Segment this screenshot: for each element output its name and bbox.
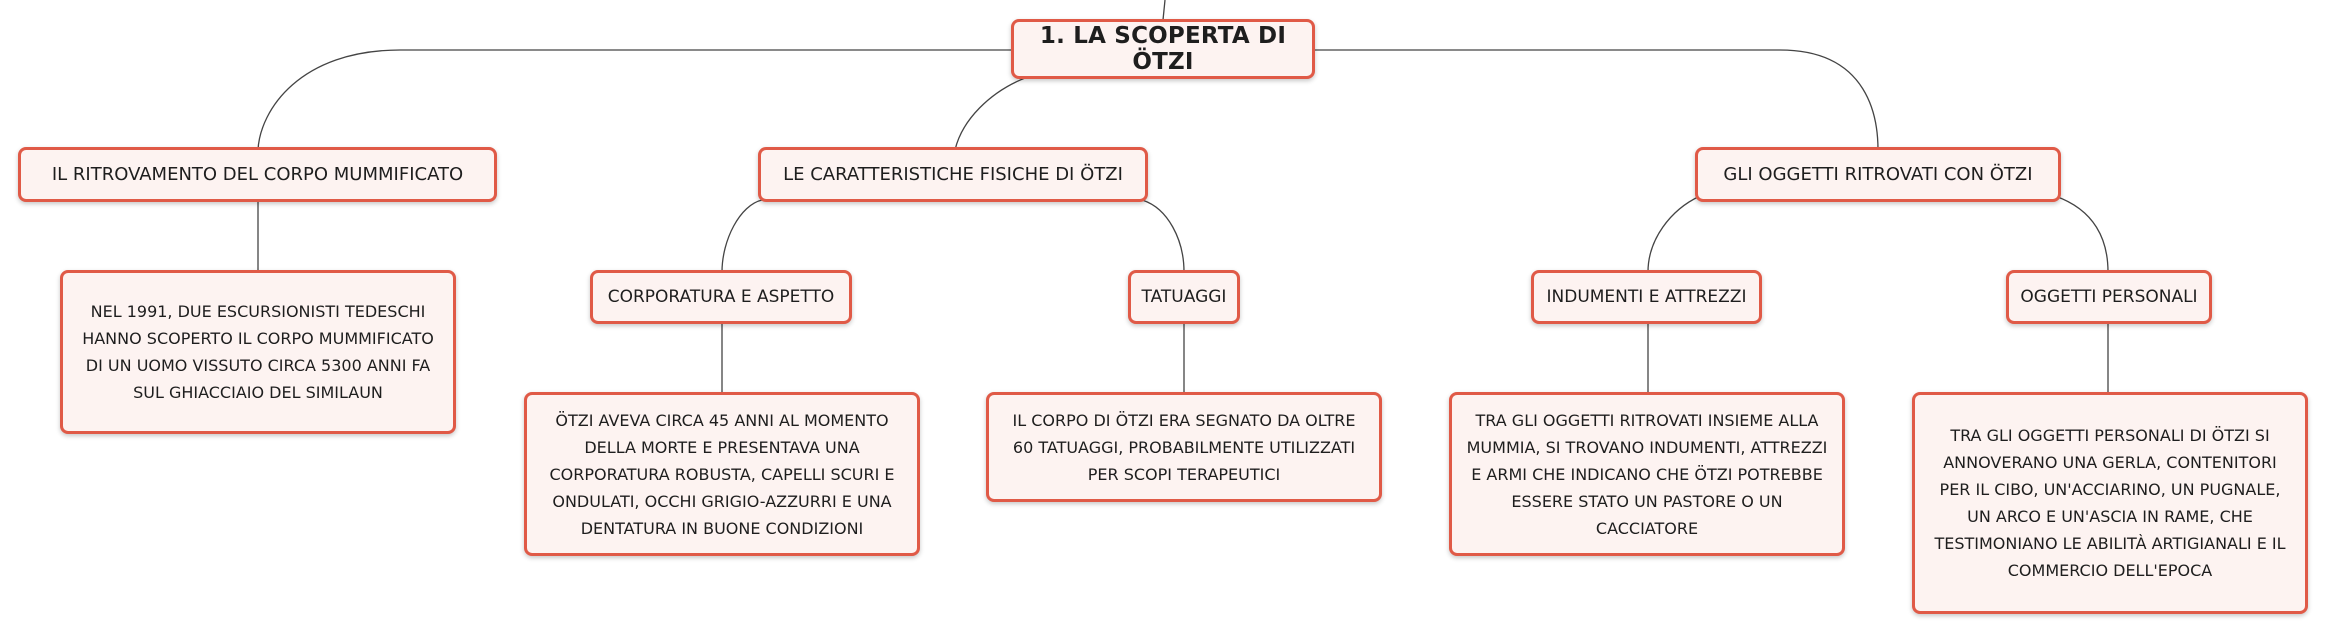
subnode-tatuaggi[interactable]: Tatuaggi [1128, 270, 1240, 324]
connector-root-to-oggetti [1315, 49, 1879, 151]
leaf-node-ritrovamento-text: Nel 1991, due escursionisti tedeschi han… [82, 302, 434, 402]
subnode-indumenti[interactable]: Indumenti e attrezzi [1531, 270, 1762, 324]
leaf-node-indumenti-text: Tra gli oggetti ritrovati insieme alla m… [1466, 410, 1828, 538]
root-node[interactable]: 1. La scoperta di Ötzi [1011, 19, 1315, 79]
subnode-personali-label: Oggetti personali [2020, 287, 2198, 307]
connector-oggetti-to-personali [2054, 195, 2109, 273]
branch-node-caratteristiche-label: Le caratteristiche fisiche di Ötzi [783, 164, 1123, 185]
leaf-node-corporatura[interactable]: Ötzi aveva circa 45 anni al momento dell… [524, 392, 920, 556]
connector-oggetti-to-indumenti [1647, 195, 1701, 273]
subnode-tatuaggi-label: Tatuaggi [1141, 287, 1227, 307]
branch-node-oggetti-label: Gli oggetti ritrovati con Ötzi [1723, 164, 2033, 185]
leaf-node-personali-text: Tra gli oggetti personali di Ötzi si ann… [1934, 426, 2286, 580]
subnode-personali[interactable]: Oggetti personali [2006, 270, 2212, 324]
leaf-node-indumenti[interactable]: Tra gli oggetti ritrovati insieme alla m… [1449, 392, 1845, 556]
subnode-indumenti-label: Indumenti e attrezzi [1546, 287, 1747, 307]
connector-caratteristiche-to-corporatura [721, 199, 763, 273]
connector-root-to-caratteristiche [954, 77, 1026, 151]
leaf-node-corporatura-text: Ötzi aveva circa 45 anni al momento dell… [549, 410, 895, 538]
branch-node-ritrovamento-label: Il ritrovamento del corpo mummificato [51, 164, 464, 185]
leaf-node-ritrovamento[interactable]: Nel 1991, due escursionisti tedeschi han… [60, 270, 456, 434]
subnode-corporatura-label: Corporatura e aspetto [607, 287, 835, 307]
branch-node-caratteristiche[interactable]: Le caratteristiche fisiche di Ötzi [758, 147, 1148, 202]
leaf-node-tatuaggi[interactable]: Il corpo di Ötzi era segnato da oltre 60… [986, 392, 1382, 502]
leaf-node-tatuaggi-text: Il corpo di Ötzi era segnato da oltre 60… [1012, 410, 1356, 484]
branch-node-oggetti[interactable]: Gli oggetti ritrovati con Ötzi [1695, 147, 2061, 202]
connector-caratteristiche-to-tatuaggi [1141, 199, 1185, 273]
branch-node-ritrovamento[interactable]: Il ritrovamento del corpo mummificato [18, 147, 497, 202]
root-node-label: 1. La scoperta di Ötzi [1039, 23, 1287, 75]
connector-root-to-ritrovamento [257, 49, 1015, 151]
subnode-corporatura[interactable]: Corporatura e aspetto [590, 270, 852, 324]
connector-root-top [1162, 0, 1166, 21]
leaf-node-personali[interactable]: Tra gli oggetti personali di Ötzi si ann… [1912, 392, 2308, 614]
